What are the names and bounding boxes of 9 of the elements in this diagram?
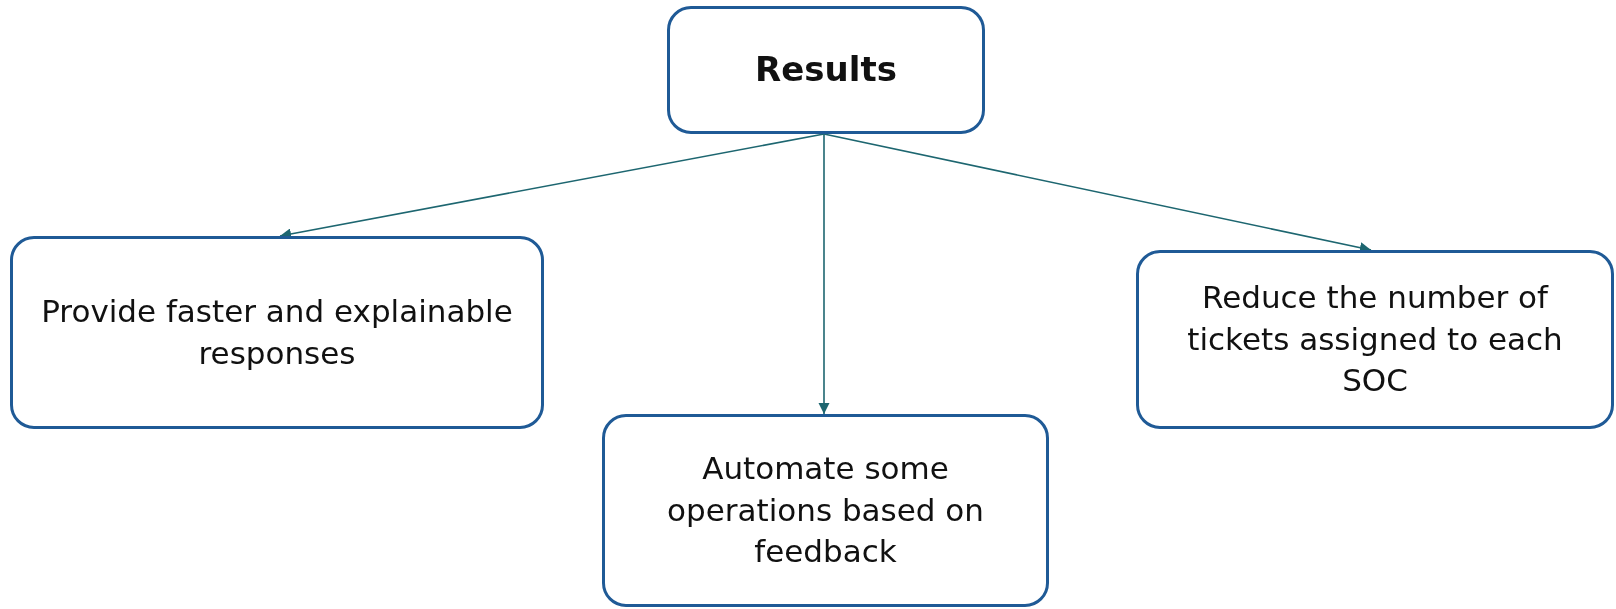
box-text: Automate some operations based on feedback — [666, 448, 985, 572]
box-text: Reduce the number of tickets assigned to each SOC — [1186, 277, 1564, 401]
rounded-box — [1136, 250, 1614, 429]
box-text: Provide faster and explainable responses — [40, 291, 514, 373]
rounded-box — [602, 414, 1049, 607]
rounded-box — [667, 6, 985, 134]
heading: Results — [755, 48, 897, 92]
arrow — [818, 133, 830, 415]
rounded-box — [10, 236, 544, 429]
